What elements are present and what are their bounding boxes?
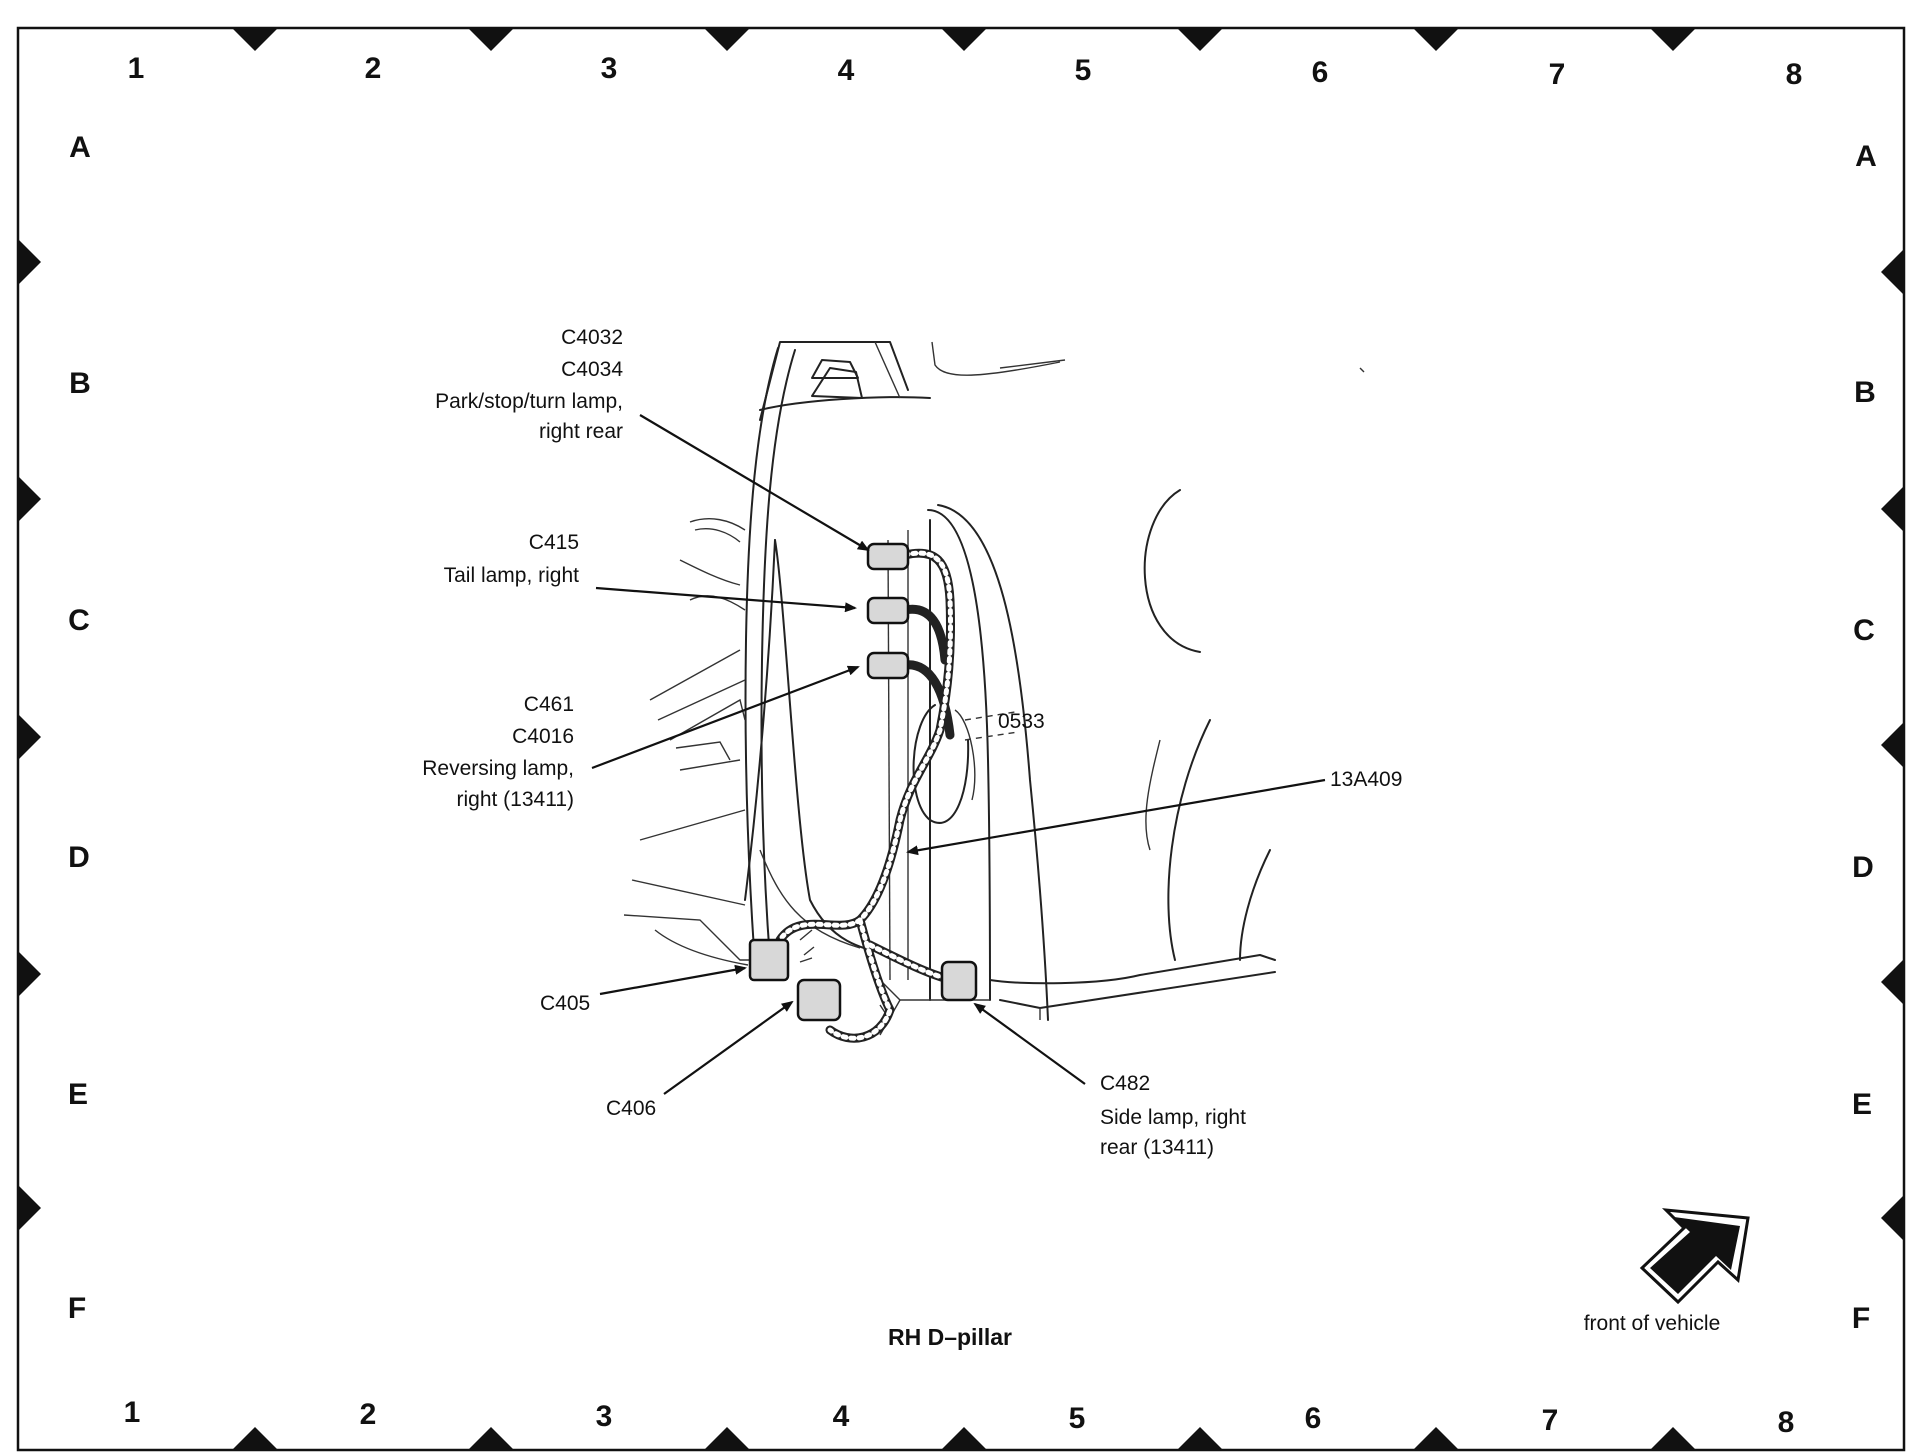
diagram-frame <box>16 26 1906 1452</box>
label-c4032: C4032 <box>561 326 623 349</box>
grid-column-label: 1 <box>128 52 145 85</box>
grid-row-label: F <box>68 1292 86 1325</box>
grid-marker-bottom <box>1178 1427 1222 1449</box>
label-c4016: C4016 <box>512 725 574 748</box>
leader-line-c482 <box>973 1002 1086 1085</box>
grid-marker-right <box>1881 487 1903 531</box>
grid-column-label: 4 <box>833 1400 850 1433</box>
grid-column-label: 1 <box>124 1396 141 1429</box>
grid-marker-left <box>19 240 41 284</box>
grid-marker-top <box>1651 29 1695 51</box>
leader-line-c4032 <box>639 414 870 552</box>
leader-line-c406 <box>663 1000 794 1095</box>
grid-row-label: A <box>69 131 91 164</box>
grid-column-label: 3 <box>601 52 618 85</box>
connector-c4032 <box>866 542 910 571</box>
grid-marker-top <box>705 29 749 51</box>
connector-c415 <box>866 596 910 625</box>
leader-line-13a409 <box>906 778 1326 856</box>
grid-column-label: 4 <box>838 54 855 87</box>
grid-column-label: 7 <box>1542 1404 1559 1437</box>
grid-row-label: C <box>1853 614 1875 647</box>
callout-labels: C4032 C4034 Park/stop/turn lamp, right r… <box>422 326 1402 1159</box>
grid-marker-right <box>1881 960 1903 1004</box>
grid-labels-top: 1 2 3 4 5 6 7 8 <box>128 52 1803 91</box>
connector-c405 <box>748 938 790 982</box>
grid-marker-top <box>942 29 986 51</box>
grid-row-label: F <box>1852 1302 1870 1335</box>
grid-row-label: E <box>68 1078 88 1111</box>
grid-labels-right: A B C D E F <box>1852 140 1877 1335</box>
leader-line-c461 <box>591 665 860 770</box>
grid-marker-bottom <box>1651 1427 1695 1449</box>
grid-row-label: A <box>1855 140 1877 173</box>
grid-marker-right <box>1881 1196 1903 1240</box>
grid-row-label: C <box>68 604 90 637</box>
label-c461: C461 <box>524 693 574 716</box>
grid-column-label: 5 <box>1069 1402 1086 1435</box>
grid-marker-right <box>1881 723 1903 767</box>
grid-column-label: 5 <box>1075 54 1092 87</box>
label-side-lamp-line2: rear (13411) <box>1100 1136 1214 1159</box>
label-c406: C406 <box>606 1097 656 1120</box>
label-tail-lamp: Tail lamp, right <box>444 564 580 587</box>
pillar-code-label: 0533 <box>998 710 1045 733</box>
leader-line-c415 <box>595 586 857 613</box>
grid-column-label: 6 <box>1305 1402 1322 1435</box>
leader-lines <box>591 414 1326 1095</box>
label-park-stop-turn-line2: right rear <box>539 420 623 443</box>
grid-row-label: B <box>69 367 91 400</box>
label-reversing-line1: Reversing lamp, <box>422 757 574 780</box>
label-c405: C405 <box>540 992 590 1015</box>
vehicle-body-outline: 0533 <box>623 341 1365 1036</box>
leader-line-c405 <box>599 964 747 996</box>
grid-marker-top <box>233 29 277 51</box>
grid-column-label: 6 <box>1312 56 1329 89</box>
grid-marker-left <box>19 1186 41 1230</box>
grid-column-label: 7 <box>1549 58 1566 91</box>
grid-column-label: 3 <box>596 1400 613 1433</box>
grid-labels-left: A B C D E F <box>68 131 91 1325</box>
grid-row-label: D <box>1852 851 1874 884</box>
grid-column-label: 8 <box>1778 1406 1795 1439</box>
grid-column-label: 2 <box>360 1398 377 1431</box>
grid-marker-left <box>19 952 41 996</box>
grid-row-label: D <box>68 841 90 874</box>
wiring-harness <box>775 548 957 1043</box>
label-side-lamp-line1: Side lamp, right <box>1100 1106 1246 1129</box>
grid-marker-right <box>1881 250 1903 294</box>
grid-markers <box>19 29 1903 1449</box>
connector-c482 <box>940 960 978 1002</box>
arrow-up-right-icon <box>1639 1208 1750 1305</box>
grid-marker-top <box>469 29 513 51</box>
label-13a409: 13A409 <box>1330 768 1402 791</box>
grid-column-label: 2 <box>365 52 382 85</box>
grid-marker-top <box>1414 29 1458 51</box>
grid-marker-bottom <box>469 1427 513 1449</box>
grid-marker-bottom <box>705 1427 749 1449</box>
grid-labels-bottom: 1 2 3 4 5 6 7 8 <box>124 1396 1795 1439</box>
label-reversing-line2: right (13411) <box>456 788 574 811</box>
grid-marker-bottom <box>233 1427 277 1449</box>
grid-column-label: 8 <box>1786 58 1803 91</box>
grid-marker-left <box>19 477 41 521</box>
grid-marker-bottom <box>1414 1427 1458 1449</box>
grid-marker-left <box>19 715 41 759</box>
connector-c406 <box>796 978 842 1022</box>
label-c482: C482 <box>1100 1072 1150 1095</box>
connector-c461 <box>866 651 910 680</box>
connectors <box>748 542 978 1022</box>
grid-row-label: E <box>1852 1088 1872 1121</box>
label-park-stop-turn-line1: Park/stop/turn lamp, <box>435 390 623 413</box>
grid-row-label: B <box>1854 376 1876 409</box>
label-c415: C415 <box>529 531 579 554</box>
grid-marker-bottom <box>942 1427 986 1449</box>
grid-marker-top <box>1178 29 1222 51</box>
front-of-vehicle-label: front of vehicle <box>1584 1312 1721 1335</box>
label-c4034: C4034 <box>561 358 623 381</box>
diagram-caption: RH D–pillar <box>888 1324 1012 1350</box>
